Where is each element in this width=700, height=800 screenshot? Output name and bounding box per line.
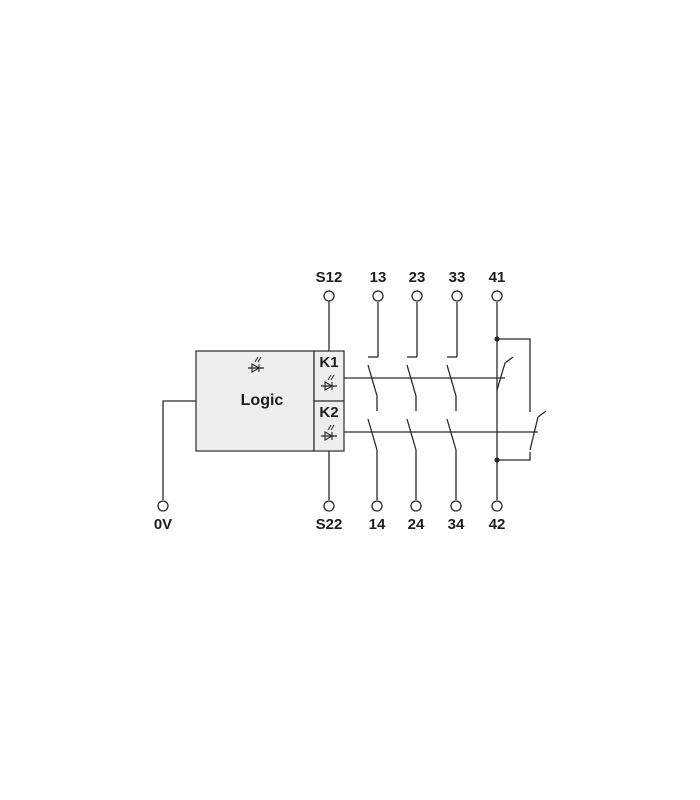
terminal-label-23: 23 [409,269,426,286]
led-icon [321,374,337,391]
terminal-14: 14 [369,500,386,533]
relay-label-k1: K1 [319,354,338,371]
terminal-label-s12: S12 [316,269,343,286]
logic-block: Logic [195,350,315,452]
terminal-label-42: 42 [489,516,506,533]
junction-dot [494,336,500,342]
terminal-34: 34 [448,500,465,533]
terminal-label-33: 33 [449,269,466,286]
terminal-label-34: 34 [448,516,465,533]
led-icon [248,356,264,373]
terminal-label-41: 41 [489,269,506,286]
terminal-24: 24 [408,500,425,533]
contact-23-24 [406,302,418,500]
junction-dot [494,457,500,463]
terminal-33: 33 [449,269,466,302]
contact-33-34 [446,302,458,500]
terminal-41: 41 [489,269,506,302]
terminal-label-24: 24 [408,516,425,533]
logic-label: Logic [241,392,284,409]
terminal-23: 23 [409,269,426,302]
terminal-label-14: 14 [369,516,386,533]
relay-coil-block: K1 K2 [313,350,345,452]
contact-13-14 [367,302,379,500]
terminal-42: 42 [489,500,506,533]
terminal-13: 13 [370,269,387,302]
wire-0v [162,400,196,500]
terminal-label-13: 13 [370,269,387,286]
terminal-s22: S22 [316,500,343,533]
terminal-label-s22: S22 [316,516,343,533]
terminal-0v: 0V [154,500,172,533]
terminal-label-0v: 0V [154,516,172,533]
terminal-s12: S12 [316,269,343,302]
led-icon [321,424,337,441]
contact-41-42 [494,302,547,500]
relay-label-k2: K2 [319,404,338,421]
